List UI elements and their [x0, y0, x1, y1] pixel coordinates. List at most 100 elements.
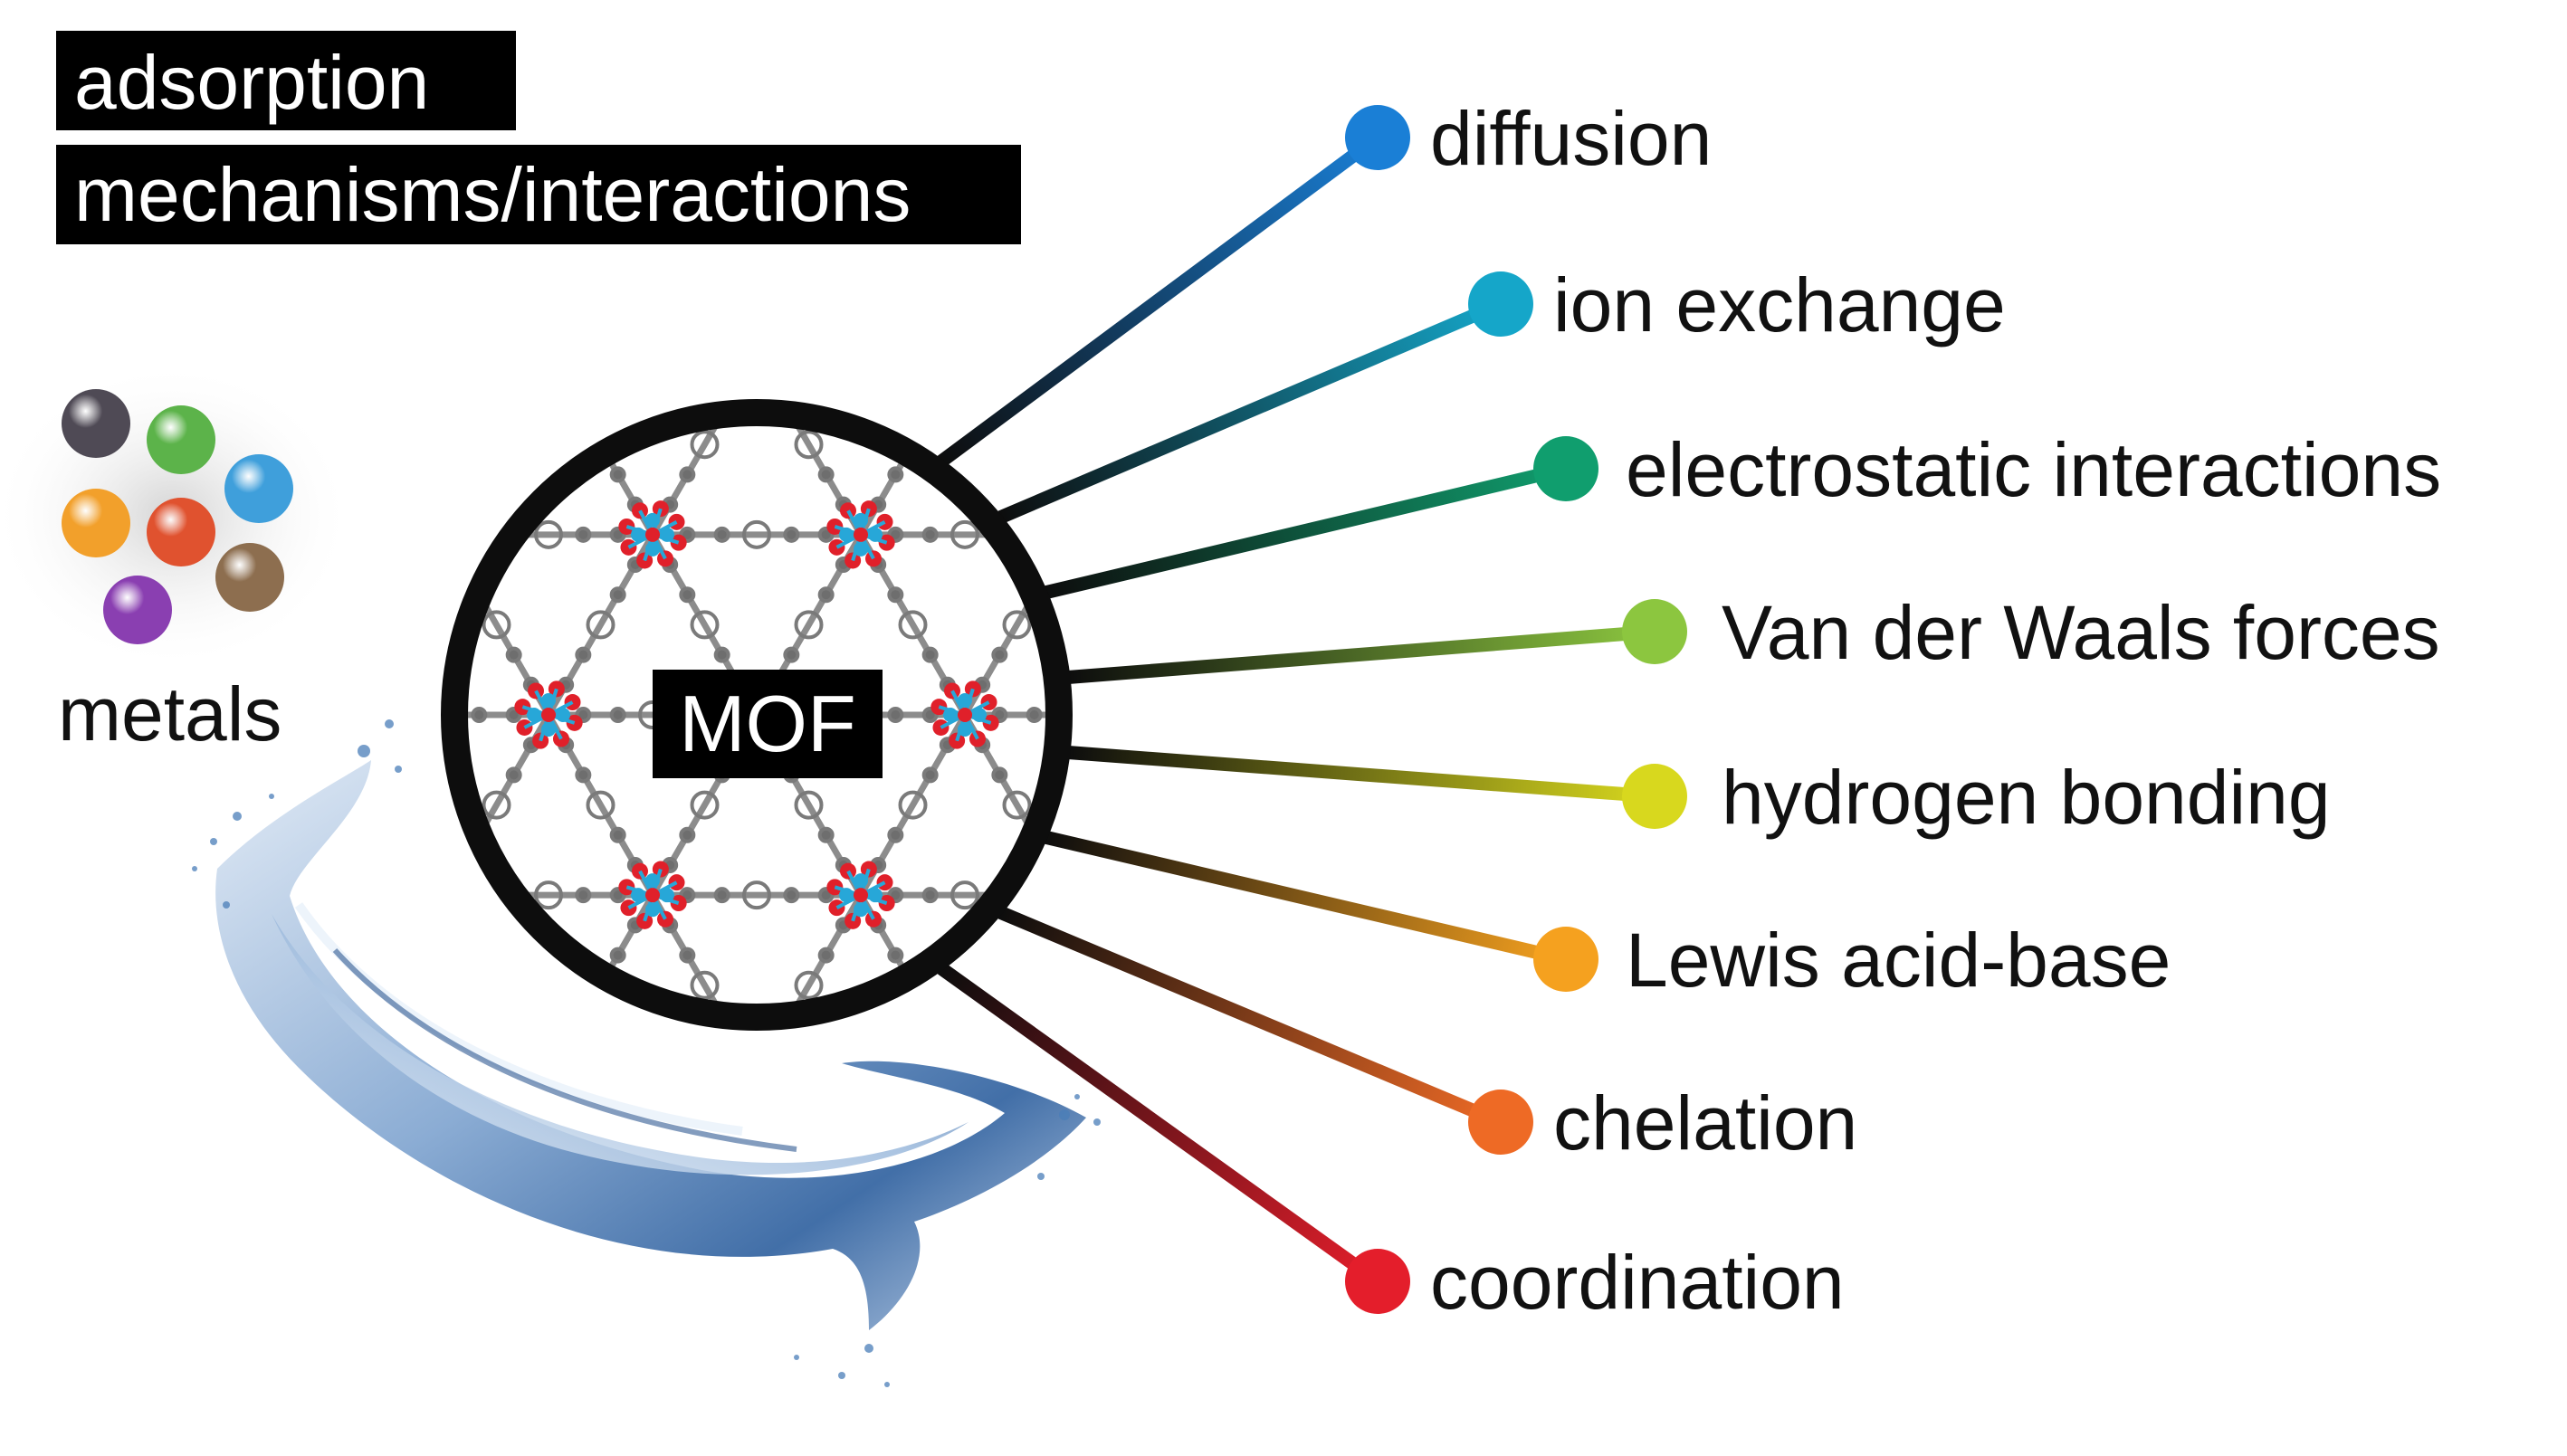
title: adsorption mechanisms/interactions	[56, 31, 1021, 244]
lattice-atom	[575, 887, 592, 904]
water-droplet	[192, 866, 197, 871]
lattice-atom	[976, 378, 988, 391]
lattice-atom	[1097, 829, 1110, 842]
connector-dot	[1533, 927, 1598, 992]
lattice-atom	[679, 586, 696, 604]
lattice-atom	[1150, 679, 1162, 691]
water-droplet	[1037, 1173, 1045, 1180]
lattice-atom	[713, 526, 730, 543]
lattice-atom	[467, 856, 471, 873]
water-droplet	[223, 901, 230, 909]
water-droplet	[884, 1382, 890, 1387]
lattice-atom	[1097, 588, 1110, 601]
lattice-node	[826, 861, 895, 929]
connector-line	[935, 962, 1385, 1289]
water-droplet	[358, 745, 370, 757]
lattice-atom	[559, 378, 572, 391]
lattice-atom	[421, 558, 434, 571]
lattice-atom	[817, 826, 835, 843]
metal-ball	[62, 389, 130, 458]
lattice-node	[1139, 680, 1207, 748]
lattice-atom	[609, 707, 626, 723]
lattice-atom	[351, 679, 364, 691]
lattice-atom	[742, 519, 771, 549]
water-droplet	[1059, 1109, 1070, 1120]
connector-dot	[1345, 1249, 1410, 1314]
mechanism-label: Lewis acid-base	[1626, 918, 2171, 1003]
lattice-atom	[368, 649, 381, 661]
connector-line	[1062, 624, 1662, 684]
lattice-atom	[577, 1009, 589, 1022]
lattice-atom	[534, 519, 563, 549]
lattice-atom	[887, 707, 904, 723]
lattice-atom	[679, 826, 696, 843]
lattice-atom	[1080, 558, 1093, 571]
connector-line	[1062, 746, 1662, 804]
lattice-linker	[340, 535, 444, 715]
metal-ball	[147, 405, 215, 474]
water-droplet	[794, 1355, 799, 1360]
lattice-atom	[577, 348, 589, 361]
lattice-atom	[921, 887, 939, 904]
lattice-atom	[941, 378, 954, 391]
lattice-atom	[577, 1069, 589, 1081]
lattice-atom	[471, 707, 488, 723]
metals-cluster: metals	[0, 362, 353, 757]
lattice-atom	[785, 348, 797, 361]
lattice-atom	[1002, 970, 1032, 1000]
lattice-atom	[1132, 709, 1145, 721]
lattice-atom	[991, 766, 1008, 784]
lattice-node	[722, 1042, 790, 1109]
mof-label-box	[653, 670, 883, 778]
lattice-atom	[1043, 557, 1046, 574]
lattice-atom	[794, 790, 824, 820]
lattice-atom	[976, 1039, 988, 1052]
lattice-atom	[817, 466, 835, 483]
lattice-linker	[340, 715, 444, 895]
lattice-atom	[1043, 856, 1046, 873]
lattice-node	[722, 320, 790, 388]
lattice-atom	[921, 646, 939, 663]
water-droplet	[385, 719, 394, 728]
lattice-atom	[505, 766, 522, 784]
mof-ring	[441, 399, 1073, 1031]
lattice-atom	[742, 880, 771, 910]
lattice-atom	[887, 947, 904, 964]
lattice-atom	[586, 610, 616, 640]
lattice-atom	[559, 1039, 572, 1052]
metal-ball	[103, 576, 172, 644]
lattice-atom	[471, 887, 488, 904]
lattice-atom	[467, 557, 471, 574]
metal-ball	[147, 498, 215, 566]
lattice-atom	[471, 947, 488, 964]
title-line-2: mechanisms/interactions	[74, 152, 911, 237]
lattice-atom	[848, 342, 873, 367]
connector-line	[995, 906, 1508, 1129]
lattice-node	[306, 680, 374, 748]
water-droplet	[1093, 1118, 1101, 1126]
water-droplet	[864, 1344, 873, 1353]
lattice-atom	[368, 768, 381, 781]
water-splash-arrow	[192, 719, 1101, 1387]
lattice-atom	[1026, 947, 1043, 964]
lattice-node	[618, 861, 687, 929]
lattice-atom	[713, 887, 730, 904]
lattice-atom	[887, 586, 904, 604]
lattice-atom	[525, 1039, 538, 1052]
lattice-atom	[681, 348, 693, 361]
lattice-atom	[1097, 709, 1110, 721]
mechanism-label: hydrogen bonding	[1722, 755, 2331, 840]
lattice-atom	[924, 408, 937, 421]
connector-dot	[1345, 105, 1410, 170]
lattice-atom	[471, 466, 488, 483]
lattice-atom	[690, 610, 720, 640]
lattice-atom	[679, 466, 696, 483]
lattice-atom	[1132, 768, 1145, 781]
water-droplet	[233, 812, 242, 821]
lattice-atom	[690, 790, 720, 820]
lattice-atom	[1002, 790, 1032, 820]
lattice-node	[1035, 518, 1046, 556]
connector-line	[1040, 462, 1573, 599]
water-droplet	[838, 1372, 845, 1379]
